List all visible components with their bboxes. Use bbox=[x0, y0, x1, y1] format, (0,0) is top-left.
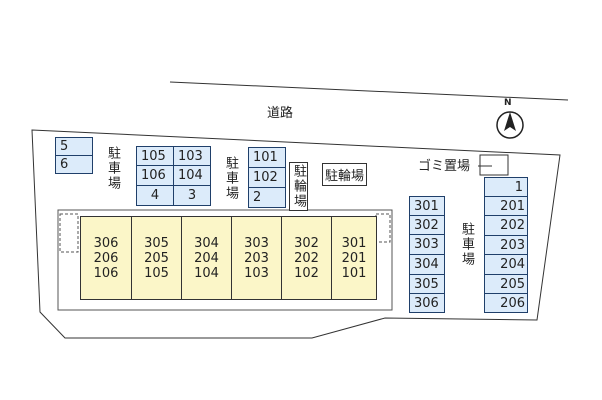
building-unit: 302 202 102 bbox=[281, 216, 332, 300]
parking-space: 205 bbox=[484, 274, 528, 294]
parking-space: 301 bbox=[409, 196, 445, 216]
stair-left bbox=[59, 213, 79, 253]
parking-space: 202 bbox=[484, 215, 528, 236]
unit-number: 102 bbox=[294, 265, 319, 281]
parking-space: 103 bbox=[173, 146, 211, 166]
parking-space: 306 bbox=[409, 293, 445, 313]
unit-number: 205 bbox=[144, 250, 169, 266]
compass-label: N bbox=[504, 98, 512, 108]
parking-space: 305 bbox=[409, 274, 445, 294]
parking-space: 106 bbox=[136, 165, 174, 186]
building-corridor bbox=[57, 209, 393, 311]
unit-number: 105 bbox=[144, 265, 169, 281]
parking-space: 2 bbox=[248, 187, 286, 208]
unit-number: 304 bbox=[194, 235, 219, 251]
north-compass bbox=[496, 111, 524, 139]
bike-parking-label: 駐輪場 bbox=[322, 163, 368, 186]
unit-number: 206 bbox=[93, 250, 119, 266]
building-unit: 304 204 104 bbox=[181, 216, 232, 300]
parking-space: 304 bbox=[409, 254, 445, 275]
unit-number: 106 bbox=[93, 265, 119, 281]
unit-number: 201 bbox=[341, 250, 367, 266]
unit-number: 302 bbox=[294, 235, 319, 251]
unit-number: 305 bbox=[144, 235, 169, 251]
parking-space: 104 bbox=[173, 165, 211, 186]
parking-space: 102 bbox=[248, 167, 286, 188]
parking-space: 203 bbox=[484, 235, 528, 255]
road-edge bbox=[169, 81, 569, 101]
unit-number: 303 bbox=[244, 235, 269, 251]
garbage-area bbox=[479, 154, 509, 176]
parking-space: 101 bbox=[248, 147, 286, 168]
parking-space: 105 bbox=[136, 146, 174, 166]
parking-space: 1 bbox=[484, 177, 528, 197]
parking-space: 204 bbox=[484, 254, 528, 275]
parking-space: 303 bbox=[409, 234, 445, 255]
unit-number: 306 bbox=[93, 235, 119, 251]
building-unit: 305 205 105 bbox=[131, 216, 182, 300]
unit-number: 203 bbox=[244, 250, 269, 266]
unit-number: 202 bbox=[294, 250, 319, 266]
bike-parking-vertical-label: 駐輪場 bbox=[289, 162, 308, 211]
unit-number: 301 bbox=[341, 235, 367, 251]
parking-label-left: 駐車場 bbox=[105, 146, 120, 191]
parking-space: 302 bbox=[409, 215, 445, 235]
parking-space: 206 bbox=[484, 293, 528, 313]
unit-number: 204 bbox=[194, 250, 219, 266]
road-label: 道路 bbox=[267, 106, 294, 121]
parking-label-right: 駐車場 bbox=[459, 222, 474, 267]
unit-number: 103 bbox=[244, 265, 269, 281]
parking-label-center: 駐車場 bbox=[223, 156, 238, 201]
building-unit: 301 201 101 bbox=[331, 216, 377, 300]
parking-space: 3 bbox=[173, 185, 211, 206]
building-unit: 303 203 103 bbox=[231, 216, 282, 300]
parking-space: 4 bbox=[136, 185, 174, 206]
unit-number: 101 bbox=[341, 265, 367, 281]
parking-space: 6 bbox=[55, 155, 93, 174]
garbage-label: ゴミ置場 bbox=[418, 159, 471, 174]
parking-space: 201 bbox=[484, 196, 528, 216]
parking-space: 5 bbox=[55, 137, 93, 156]
building-unit: 306 206 106 bbox=[80, 216, 132, 300]
unit-number: 104 bbox=[194, 265, 219, 281]
